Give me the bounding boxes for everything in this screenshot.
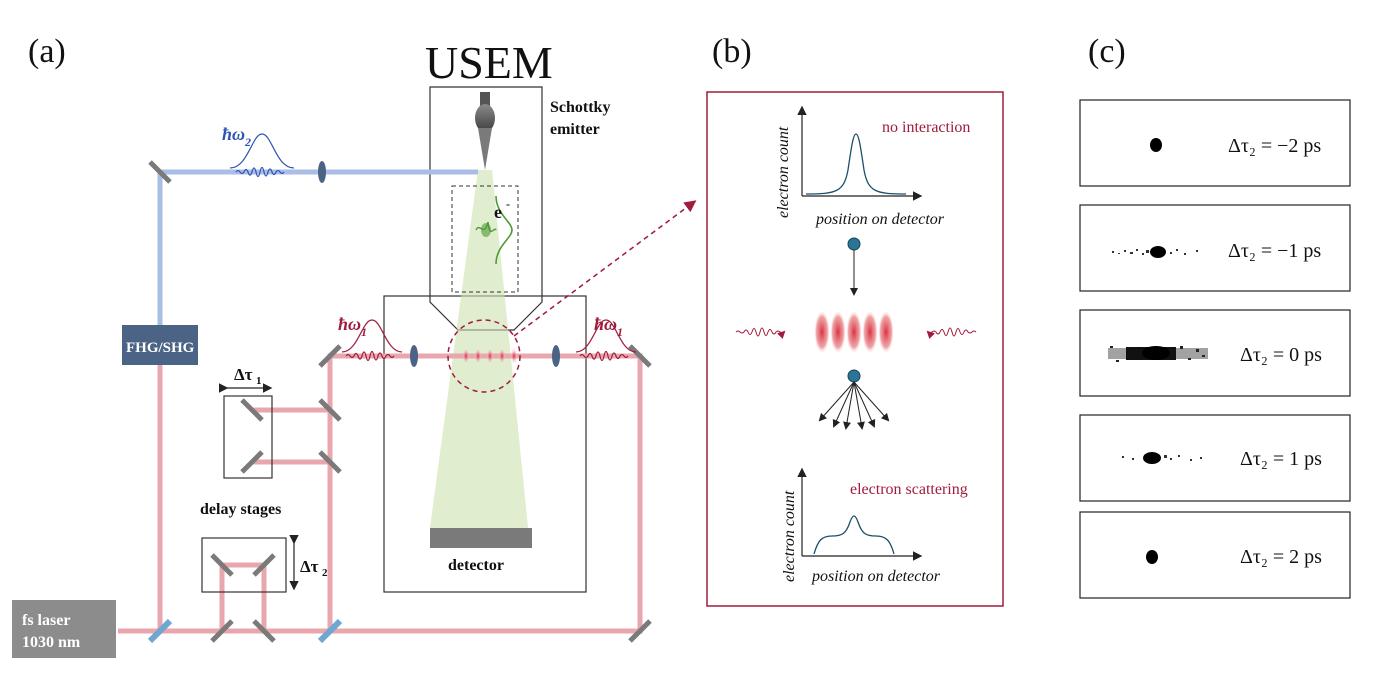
schottky-emitter-icon (475, 92, 495, 170)
frame-row-4 (1079, 414, 1351, 502)
detector (430, 528, 532, 548)
standing-wave-small (462, 347, 518, 365)
electron-column (429, 86, 543, 331)
omega1-sub-right: 1 (617, 325, 623, 339)
detector-image-row-3 (1108, 346, 1208, 362)
delay-label-row-3: Δτ₂ = 0 ps (1240, 344, 1322, 366)
dtau2-sub: 2 (322, 567, 328, 579)
detector-image-row-4 (1122, 452, 1202, 464)
beam-splitter-icon (147, 618, 343, 644)
no-interaction-label: no interaction (882, 119, 970, 136)
delay-stage-2 (201, 537, 287, 593)
delay-stage-1 (223, 395, 273, 479)
fhg-label: FHG/SHG (126, 340, 195, 356)
lens-icon (318, 161, 560, 367)
electron-dot-icon (847, 237, 861, 251)
delay-label-row-2: Δτ₂ = −1 ps (1228, 240, 1321, 262)
laser-label-2: 1030 nm (22, 634, 81, 651)
red-laser-path (118, 334, 643, 634)
y-label-top: electron count (775, 126, 792, 218)
scattering-arrows (818, 381, 890, 430)
laser-label-1: fs laser (22, 612, 70, 629)
frame-row-3 (1079, 309, 1351, 397)
plot-electron-scattering (797, 467, 923, 561)
panel-b-frame (706, 91, 1004, 607)
omega2-sub: 2 (244, 135, 251, 149)
frame-row-5 (1079, 511, 1351, 599)
detector-image-row-2 (1112, 246, 1198, 258)
schottky-label-1: Schottky (550, 99, 610, 116)
omega1-label-right: ħω (594, 314, 617, 334)
schottky-label-2: emitter (550, 121, 600, 138)
electron-sup: - (506, 197, 510, 211)
detector-label: detector (448, 557, 504, 574)
panel-label-a: (a) (28, 33, 66, 70)
panel-label-b: (b) (712, 33, 752, 70)
red-pulse-icon (341, 319, 637, 362)
delay-label-row-4: Δτ₂ = 1 ps (1240, 448, 1322, 470)
delay-label-row-5: Δτ₂ = 2 ps (1240, 546, 1322, 568)
x-label-bottom: position on detector (811, 568, 941, 585)
dtau1-label: Δτ (234, 365, 253, 384)
usem-title: USEM (425, 37, 553, 88)
electron-wave-packet-icon (475, 195, 513, 265)
mirror-icon (148, 160, 652, 643)
panel-label-c: (c) (1088, 33, 1126, 70)
wave-packet-icon (735, 327, 977, 340)
panel-c-frames (1079, 99, 1351, 599)
electron-scattering-label: electron scattering (850, 481, 968, 498)
omega1-sub-left: 1 (361, 325, 367, 339)
detector-image-row-5 (1146, 550, 1158, 564)
dtau1-sub: 1 (256, 375, 262, 387)
scattered-electron-dot-icon (847, 369, 861, 383)
y-label-bottom: electron count (781, 490, 798, 582)
electron-packet-box (451, 185, 519, 293)
omega1-label-left: ħω (338, 314, 361, 334)
fs-laser-box (12, 600, 116, 658)
detector-image-row-1 (1150, 138, 1162, 152)
zoom-arrow (513, 200, 697, 337)
standing-wave-large (814, 310, 894, 354)
x-label-top: position on detector (815, 211, 945, 228)
blue-pulse-icon (229, 133, 295, 178)
dtau2-label: Δτ (300, 557, 319, 576)
frame-row-2 (1079, 204, 1351, 292)
electron-label: e (494, 202, 502, 222)
interaction-region-circle (447, 319, 521, 393)
omega2-label: ħω (222, 124, 245, 144)
delay-label-row-1: Δτ₂ = −2 ps (1228, 135, 1321, 157)
plot-no-interaction (797, 105, 923, 201)
delay-stages-label: delay stages (200, 501, 281, 518)
fhg-shg-box (122, 325, 198, 365)
frame-row-1 (1079, 99, 1351, 187)
